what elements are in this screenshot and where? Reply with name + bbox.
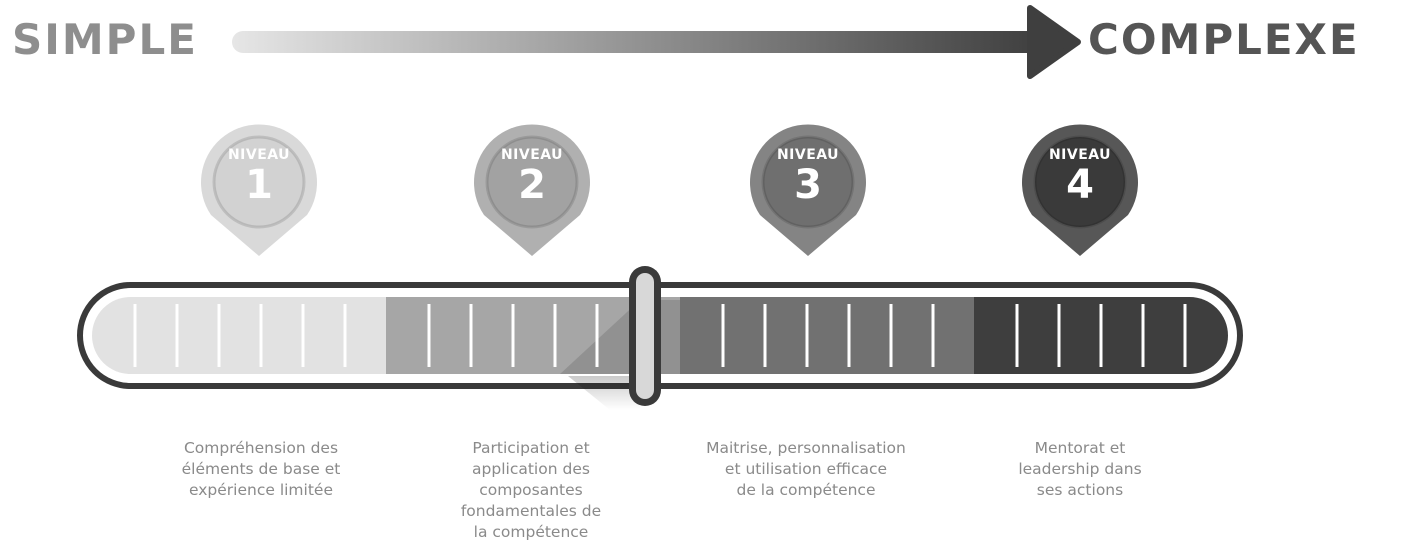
scale-ticks xyxy=(133,304,1187,367)
slider-handle[interactable] xyxy=(629,266,661,406)
segment-level-4 xyxy=(974,297,1228,374)
niveau-text: NIVEAU xyxy=(227,147,291,163)
segment-level-1 xyxy=(92,297,386,374)
segment-level-3 xyxy=(680,297,974,374)
level-number: 2 xyxy=(518,162,546,208)
level-number: 4 xyxy=(1066,162,1094,208)
description-level-4: Mentorat et leadership dans ses actions xyxy=(1018,439,1142,499)
pin-label-level-1: NIVEAU 1 xyxy=(199,147,319,207)
description-level-1: Compréhension des éléments de base et ex… xyxy=(181,439,341,499)
level-pin-1 xyxy=(200,124,317,257)
pin-label-level-2: NIVEAU 2 xyxy=(472,147,592,207)
level-number: 1 xyxy=(245,162,273,208)
niveau-text: NIVEAU xyxy=(500,147,564,163)
description-level-3: Maitrise, personnalisation et utilisatio… xyxy=(706,439,906,499)
pin-label-level-3: NIVEAU 3 xyxy=(748,147,868,207)
level-pin-4 xyxy=(1022,124,1138,256)
level-pin-2 xyxy=(474,124,590,256)
level-number: 3 xyxy=(794,162,822,208)
level-pin-3 xyxy=(750,124,866,256)
complexe-label: COMPLEXE xyxy=(1088,15,1360,64)
niveau-text: NIVEAU xyxy=(1048,147,1112,163)
description-level-2: Participation et application des composa… xyxy=(460,439,602,541)
niveau-text: NIVEAU xyxy=(776,147,840,163)
pin-label-level-4: NIVEAU 4 xyxy=(1020,147,1140,207)
progress-arrow xyxy=(232,5,1081,79)
simple-label: SIMPLE xyxy=(12,15,198,64)
